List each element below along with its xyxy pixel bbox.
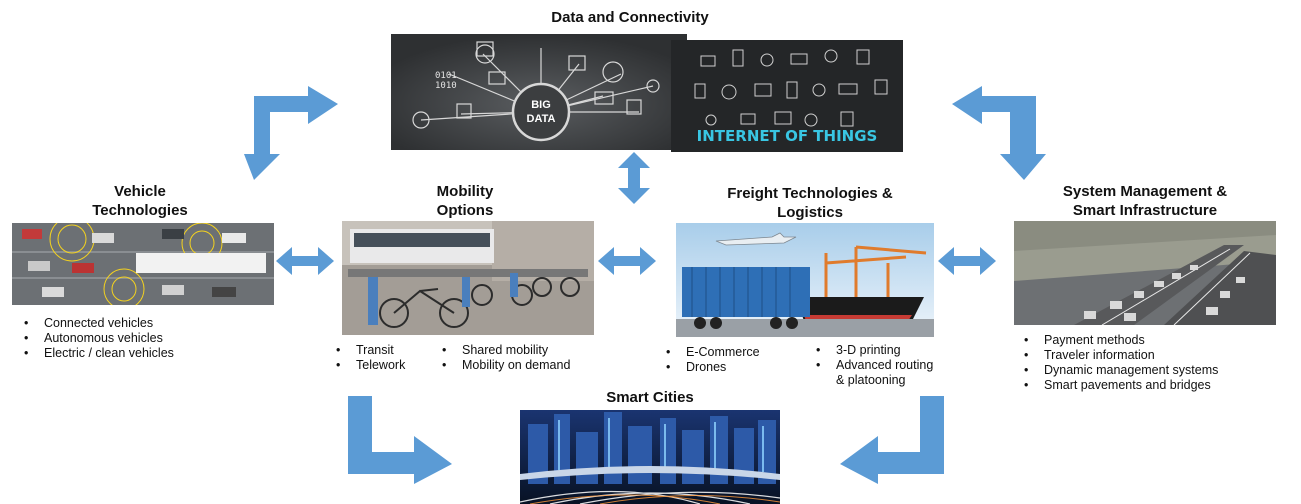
system-bullet: Payment methods — [1024, 333, 1218, 348]
double-arrow-vehicle-mobility — [276, 247, 334, 275]
freight-title-line-2: Logistics — [777, 204, 843, 221]
internet-of-things-image: INTERNET OF THINGS — [671, 40, 903, 152]
big-data-label-1: BIG — [531, 99, 551, 111]
freight-title-line-1: Freight Technologies & — [727, 185, 893, 202]
freight-bullets-right: 3-D printing Advanced routing & platooni… — [816, 343, 933, 388]
mobility-title-line-2: Options — [436, 202, 494, 219]
mobility-bullets-right: Shared mobility Mobility on demand — [442, 343, 570, 373]
system-bullet: Smart pavements and bridges — [1024, 378, 1218, 393]
double-arrow-freight-system — [938, 247, 996, 275]
system-bullet: Dynamic management systems — [1024, 363, 1218, 378]
mobility-title-line-1: Mobility — [436, 183, 494, 200]
mobility-bullet: Shared mobility — [442, 343, 570, 358]
big-data-label-2: DATA — [527, 113, 556, 125]
vehicle-bullet: Autonomous vehicles — [24, 331, 174, 346]
freight-logistics-image — [676, 223, 934, 337]
elbow-arrow-vehicle-to-data — [244, 86, 338, 180]
freight-bullet: E-Commerce — [666, 345, 760, 360]
vehicle-bullet: Electric / clean vehicles — [24, 346, 174, 361]
mobility-bullet: Transit — [336, 343, 405, 358]
double-arrow-vertical — [618, 152, 650, 204]
mobility-bullet: Telework — [336, 358, 405, 373]
system-title: System Management & Smart Infrastructure — [1010, 182, 1280, 220]
freight-bullet: 3-D printing — [816, 343, 933, 358]
big-data-image: 0101 1010 BIG DATA — [391, 34, 687, 150]
vehicle-title-line-2: Technologies — [92, 202, 188, 219]
vehicle-bullet: Connected vehicles — [24, 316, 174, 331]
data-connectivity-title: Data and Connectivity — [551, 9, 709, 26]
mobility-options-image — [342, 221, 594, 335]
freight-bullet-continuation: & platooning — [836, 373, 906, 387]
elbow-arrow-to-smart-cities-left — [348, 396, 452, 484]
vehicle-technologies-image — [12, 223, 274, 305]
mobility-bullet: Mobility on demand — [442, 358, 570, 373]
vehicle-title: Vehicle Technologies — [60, 182, 220, 220]
smart-cities-image — [520, 410, 780, 504]
freight-bullet: Advanced routing — [816, 358, 933, 373]
vehicle-title-line-1: Vehicle — [114, 183, 166, 200]
system-bullet: Traveler information — [1024, 348, 1218, 363]
freight-title: Freight Technologies & Logistics — [680, 184, 940, 222]
system-title-line-2: Smart Infrastructure — [1072, 202, 1218, 219]
svg-text:1010: 1010 — [435, 81, 457, 91]
svg-text:0101: 0101 — [435, 71, 457, 81]
elbow-arrow-data-to-system — [952, 86, 1046, 180]
system-bullets: Payment methods Traveler information Dyn… — [1024, 333, 1218, 393]
vehicle-bullets: Connected vehicles Autonomous vehicles E… — [24, 316, 174, 361]
mobility-bullets-left: Transit Telework — [336, 343, 405, 373]
freight-bullet: Drones — [666, 360, 760, 375]
system-title-line-1: System Management & — [1062, 183, 1228, 200]
mobility-title: Mobility Options — [395, 182, 535, 220]
smart-infrastructure-image — [1014, 221, 1276, 325]
double-arrow-mobility-freight — [598, 247, 656, 275]
elbow-arrow-to-smart-cities-right — [840, 396, 944, 484]
freight-bullets-left: E-Commerce Drones — [666, 345, 760, 375]
iot-label: INTERNET OF THINGS — [697, 127, 878, 145]
smart-cities-title: Smart Cities — [606, 389, 694, 406]
